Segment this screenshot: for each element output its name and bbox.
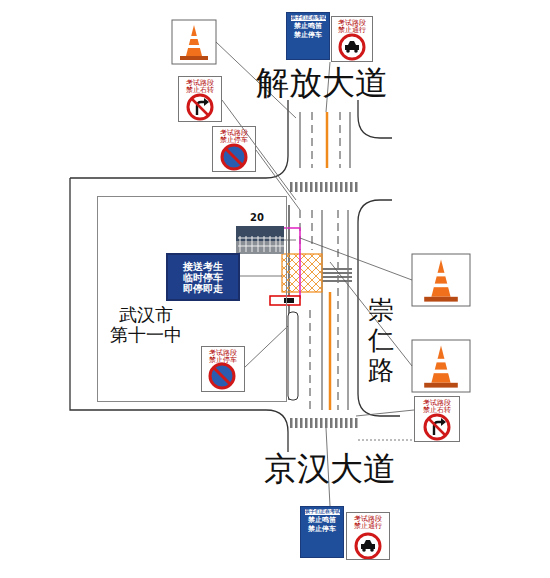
node-text: 考试路段 禁止右转 <box>186 80 214 94</box>
sign-symbol <box>425 415 449 439</box>
lane-line <box>338 210 339 410</box>
warning-board: 孩子们正在考试禁止鸣笛禁止停车 <box>300 506 344 558</box>
no-parking-sign: 考试路段 禁止停车 <box>201 346 245 392</box>
node-text: 考试路段 禁止通行 <box>354 516 382 530</box>
leader-line <box>300 238 412 280</box>
lane-line <box>348 210 349 410</box>
sign-symbol <box>340 35 364 59</box>
node-text: 禁止停车 <box>294 32 322 40</box>
leader-line <box>284 240 296 241</box>
node-text: 考试路段 禁止停车 <box>209 350 237 364</box>
warning-board: 孩子们正在考试禁止鸣笛禁止停车 <box>286 12 330 60</box>
node-text: 禁止停车 <box>308 526 336 534</box>
center-line <box>326 112 329 168</box>
road-edge <box>70 100 288 178</box>
node-text: 考试路段 禁止停车 <box>220 130 248 144</box>
traffic-cone <box>172 20 216 64</box>
node-text: 禁止鸣笛 <box>294 23 322 31</box>
center-line <box>329 292 332 410</box>
node-text: 临时停车 <box>183 272 223 283</box>
road-name: 崇仁路 <box>368 296 396 386</box>
traffic-cone <box>412 254 470 306</box>
lane-line <box>310 310 311 410</box>
node-text: 武汉市 第十一中 <box>108 305 184 345</box>
node-text: 接送考生 <box>183 261 223 272</box>
leader-line <box>356 410 414 416</box>
closed-area-outline <box>282 228 300 298</box>
no-right-turn-sign: 考试路段 禁止右转 <box>178 76 222 122</box>
sign-symbol <box>356 534 380 558</box>
leader-line <box>358 440 414 441</box>
node-text: 孩子们正在考试 <box>305 509 340 515</box>
traffic-cone <box>424 346 458 388</box>
leader-line <box>240 276 282 277</box>
road-edge <box>70 100 400 452</box>
leader-line <box>216 42 414 506</box>
leader-line <box>256 150 300 210</box>
speed-sign-photo <box>236 226 284 254</box>
road-edge <box>358 100 392 138</box>
crosswalk <box>290 182 358 192</box>
no-parking-zone <box>284 298 294 303</box>
pickup-sign: 接送考生临时停车即停即走 <box>166 253 240 301</box>
node-text: 孩子们正在考试 <box>291 15 326 21</box>
sign-symbol <box>222 145 246 169</box>
no-entry-sign: 考试路段 禁止通行 <box>346 512 390 560</box>
traffic-island <box>288 312 298 400</box>
lane-line <box>312 210 313 250</box>
speed-sign-photo <box>236 226 284 254</box>
center-line <box>327 112 330 410</box>
node-text: 考试路段 禁止通行 <box>338 20 366 34</box>
lane-line <box>312 112 313 168</box>
speed-sign-photo <box>238 236 284 252</box>
sign-symbol <box>210 364 234 388</box>
leader-line <box>244 326 288 368</box>
traffic-cone <box>412 340 470 392</box>
traffic-cone <box>172 20 216 64</box>
speed-sign-photo <box>236 241 284 254</box>
sign-symbol <box>188 95 212 119</box>
traffic-cone <box>424 260 458 302</box>
crosswalk <box>290 418 358 428</box>
pickup-zone <box>282 254 322 292</box>
school-block: 武汉市 第十一中接送考生临时停车即停即走考试路段 禁止停车 <box>97 196 287 402</box>
lane-line <box>340 112 341 168</box>
no-right-turn-sign: 考试路段 禁止右转 <box>414 396 460 442</box>
no-parking-sign: 考试路段 禁止停车 <box>212 126 256 172</box>
traffic-cone <box>412 340 470 392</box>
no-entry-sign: 考试路段 禁止通行 <box>331 16 373 62</box>
node-text: 禁止鸣笛 <box>308 517 336 525</box>
traffic-cone <box>412 254 470 306</box>
crosswalk <box>322 266 352 282</box>
road-edge <box>70 178 288 452</box>
speed-limit-number: 20 <box>250 212 264 224</box>
road-edge <box>358 200 400 416</box>
lane-line <box>350 112 351 168</box>
lane-line <box>322 210 323 410</box>
node-text: 考试路段 禁止右转 <box>423 400 451 414</box>
node-text: 即停即走 <box>183 283 223 294</box>
road-name: 解放大道 <box>256 64 388 102</box>
leader-line <box>222 100 296 200</box>
lane-line <box>300 112 301 168</box>
no-parking-zone <box>270 296 300 305</box>
traffic-cone <box>180 25 208 60</box>
no-parking-zone <box>270 296 300 305</box>
road-name: 京汉大道 <box>264 450 396 488</box>
